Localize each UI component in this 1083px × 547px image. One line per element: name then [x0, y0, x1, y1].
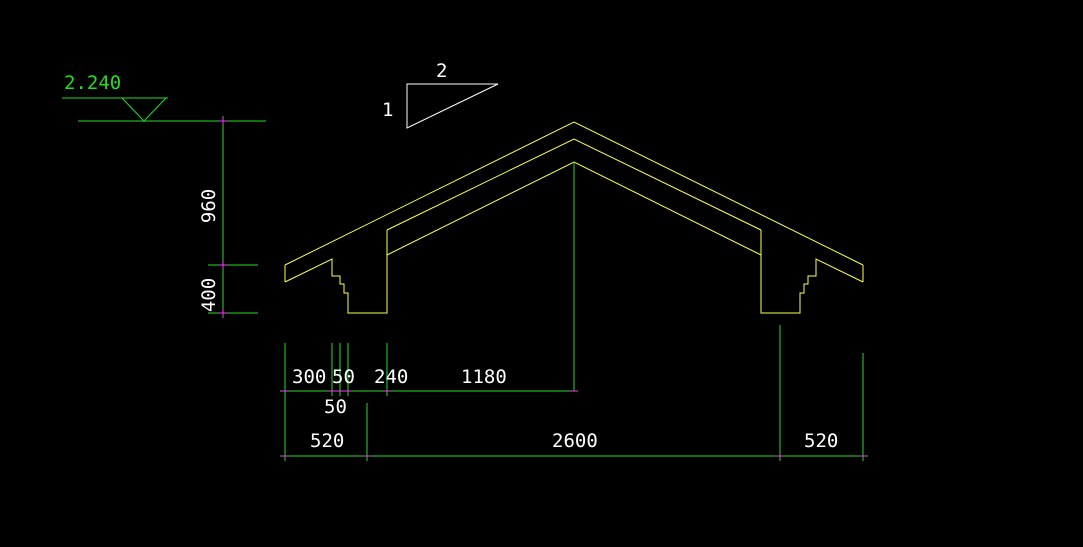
elevation-marker: 2.240	[62, 72, 168, 122]
dim-row1-seg-c: 240	[374, 366, 408, 388]
roof-top-line	[284, 121, 864, 266]
dim-row1-seg-a: 300	[292, 366, 326, 388]
slope-rise-label: 1	[382, 99, 393, 121]
dim-row1-seg-e: 50	[324, 396, 347, 418]
horizontal-dimension-row-1: 300 50 240 1180 50	[280, 343, 578, 418]
dim-row1-seg-b: 50	[332, 366, 355, 388]
slope-triangle-icon	[406, 83, 499, 129]
roof-middle-line	[386, 138, 762, 231]
left-eave-profile	[284, 230, 388, 314]
elevation-value: 2.240	[64, 72, 121, 94]
dim-vertical-upper: 960	[198, 189, 220, 223]
right-eave-profile	[760, 230, 864, 314]
dim-vertical-lower: 400	[198, 278, 220, 312]
dim-row2-left: 520	[310, 430, 344, 452]
slope-run-label: 2	[436, 60, 447, 82]
dim-row1-seg-d: 1180	[461, 366, 507, 388]
horizontal-dimension-row-2: 520 2600 520	[280, 325, 868, 461]
slope-symbol: 2 1	[382, 60, 499, 129]
elevation-triangle-icon	[121, 97, 167, 122]
dim-row2-middle: 2600	[552, 430, 598, 452]
vertical-dimension-chain: 960 400	[78, 116, 266, 318]
dim-row2-right: 520	[804, 430, 838, 452]
